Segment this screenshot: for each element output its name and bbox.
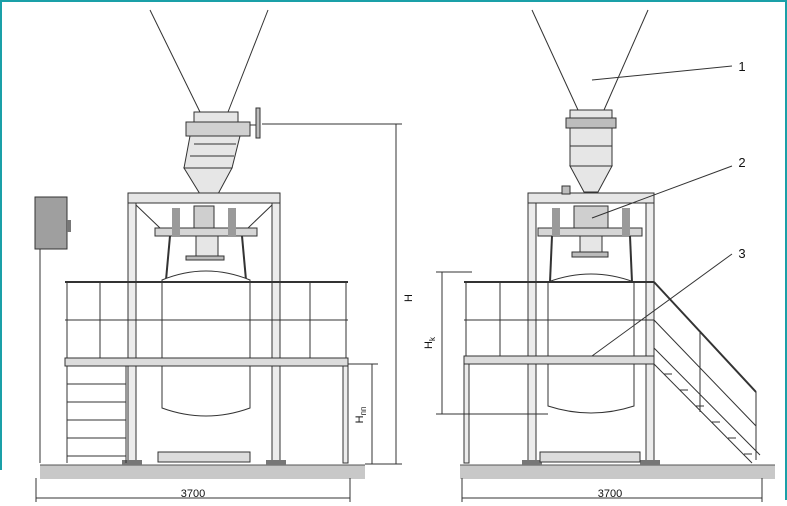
right-column-foot-right: [640, 460, 660, 465]
right-view: [436, 9, 775, 502]
right-valve-flange: [565, 117, 617, 129]
left-chute: [183, 135, 241, 169]
left-column-left: [127, 202, 137, 464]
right-lower-funnel: [569, 165, 613, 193]
right-clamp-left: [552, 208, 560, 236]
right-chute-body: [569, 127, 613, 167]
left-valve-flange: [185, 121, 251, 137]
left-control-cabinet: [34, 196, 68, 250]
left-column-right: [271, 202, 281, 464]
callout-3-leader: [591, 253, 733, 357]
left-dim-platform-label: Hпп: [354, 407, 368, 424]
right-stair-midrail: [653, 319, 757, 427]
left-bag-holder-frame: [154, 227, 258, 237]
right-spout-bar: [571, 251, 609, 258]
left-hopper-cone-left: [149, 9, 201, 113]
left-valve-body: [193, 111, 239, 123]
right-dim-height-label: Hk: [423, 336, 437, 349]
right-dim-height-prefix: H: [423, 341, 435, 349]
left-dim-width-label: 3700: [181, 488, 205, 500]
left-dim-platform-sub: пп: [359, 407, 368, 416]
left-platform-deck: [64, 357, 349, 367]
left-weigh-unit: [193, 205, 215, 229]
right-column-left: [527, 202, 537, 464]
right-hopper-cone-left: [531, 9, 579, 111]
left-dim-platform-prefix: H: [354, 415, 366, 423]
callout-3-number: 3: [738, 246, 745, 261]
left-handwheel: [255, 107, 261, 139]
left-pallet: [157, 451, 251, 463]
left-platform-leg: [342, 365, 349, 464]
callout-2-leader: [591, 165, 733, 219]
right-pallet: [539, 451, 641, 463]
right-stair-stringer-upper: [653, 347, 761, 456]
left-hook-strap-right: [241, 235, 247, 281]
right-hopper-cone-right: [603, 9, 649, 111]
left-hook-strap-left: [165, 235, 171, 281]
right-dim-width-label: 3700: [598, 488, 622, 500]
right-big-bag: [547, 273, 635, 414]
left-brace-1: [135, 204, 161, 229]
left-lower-funnel: [183, 167, 233, 195]
right-dim-height-sub: k: [428, 336, 437, 341]
right-stair-stringer-lower: [653, 363, 753, 464]
left-ground: [40, 465, 365, 479]
left-top-beam: [127, 192, 281, 204]
right-top-beam: [527, 192, 655, 204]
right-platform-deck: [463, 355, 655, 365]
left-brace-2: [247, 204, 273, 229]
left-spout-bar: [185, 255, 225, 261]
right-column-right: [645, 202, 655, 464]
right-hook-strap-left: [549, 235, 553, 283]
left-big-bag: [161, 270, 251, 417]
left-cabinet-handle: [67, 220, 71, 232]
right-beam-box: [561, 185, 571, 195]
right-ground: [460, 465, 775, 479]
left-hopper-cone-right: [227, 9, 269, 113]
callout-2-number: 2: [738, 155, 745, 170]
right-clamp-right: [622, 208, 630, 236]
left-column-foot-right: [266, 460, 286, 465]
right-stair-handrail: [653, 281, 757, 393]
left-view: [34, 9, 402, 502]
right-hook-strap-right: [629, 235, 633, 283]
callout-1-number: 1: [738, 59, 745, 74]
left-dim-height-label: H: [403, 294, 415, 302]
right-weigh-unit: [573, 205, 609, 229]
left-clamp-right: [228, 208, 236, 236]
right-column-foot-left: [522, 460, 542, 465]
left-column-foot-left: [122, 460, 142, 465]
left-clamp-left: [172, 208, 180, 236]
callout-1-leader: [591, 65, 733, 81]
